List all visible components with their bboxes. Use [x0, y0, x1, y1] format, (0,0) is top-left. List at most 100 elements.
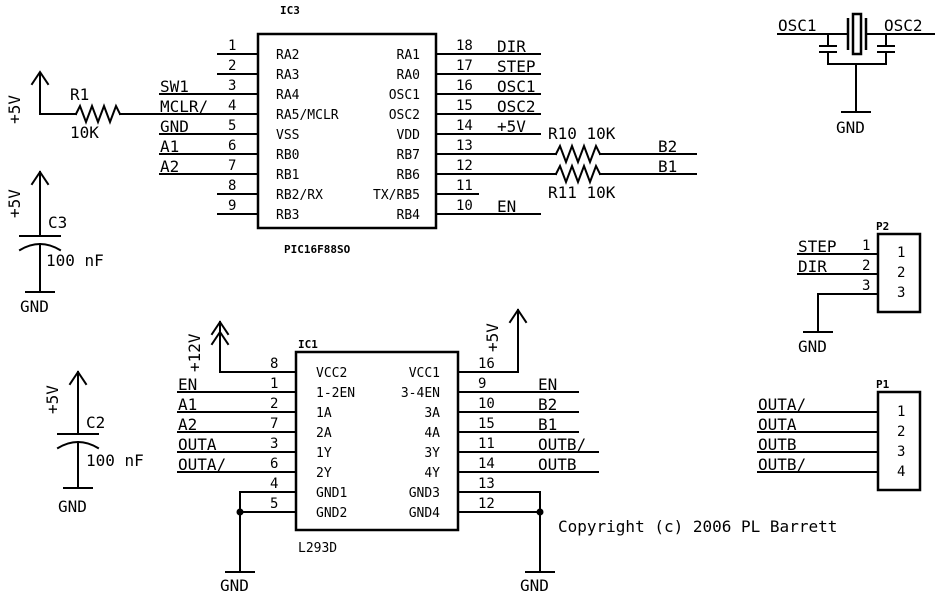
- p2-pin-label: 3: [897, 285, 905, 301]
- ic1-pin-name: 1A: [316, 406, 332, 421]
- ic1-pin-num: 3: [270, 436, 278, 452]
- ic1-pin-num: 15: [478, 416, 495, 432]
- ic1-pin-name: 3A: [424, 406, 440, 421]
- net-label: OUTB: [538, 455, 577, 474]
- ic1-body: [294, 350, 460, 532]
- ic3-pin-name: OSC2: [389, 108, 420, 123]
- net-label: A2: [178, 415, 197, 434]
- gnd-label: GND: [798, 337, 827, 356]
- power-label-5v: +5V: [43, 385, 62, 414]
- ic1-pin-num: 5: [270, 496, 278, 512]
- r1-value: 10K: [70, 123, 99, 142]
- ic1-pin-name: 1Y: [316, 446, 332, 461]
- ic3-part: PIC16F88SO: [284, 243, 351, 256]
- ic3-pin-num: 13: [456, 138, 473, 154]
- ic1-ref: IC1: [298, 338, 318, 351]
- ic3-pin-num: 4: [228, 98, 236, 114]
- ic1-pin-name: GND3: [409, 486, 440, 501]
- r10-label: R10 10K: [548, 124, 616, 143]
- ic3-pin-num: 1: [228, 38, 236, 54]
- ic1-pin-num: 16: [478, 356, 495, 372]
- p2-ref: P2: [876, 220, 889, 233]
- p2-pin-label: 1: [897, 245, 905, 261]
- gnd-label: GND: [836, 118, 865, 137]
- ic3-pin-num: 9: [228, 198, 236, 214]
- ic1-pin-name: GND2: [316, 506, 347, 521]
- ic1-pin-num: 9: [478, 376, 486, 392]
- p1-pin-label: 3: [897, 444, 905, 460]
- net-label: OUTA/: [758, 395, 806, 414]
- p2-pin-label: 2: [897, 265, 905, 281]
- net-label: OUTA/: [178, 455, 226, 474]
- net-label: B1: [538, 415, 557, 434]
- ic1-pin-name: 3Y: [424, 446, 440, 461]
- ic3-pin-num: 16: [456, 78, 473, 94]
- p1-ref: P1: [876, 378, 890, 391]
- net-label: OSC2: [497, 97, 536, 116]
- power-label-5v: +5V: [5, 95, 24, 124]
- net-label: OUTB/: [538, 435, 586, 454]
- net-label: B2: [538, 395, 557, 414]
- c3-capacitor: +5V C3 100 nF GND: [5, 170, 104, 316]
- p1-pin-label: 4: [897, 464, 905, 480]
- ic3-pin-name: RA4: [276, 88, 300, 103]
- ic1-pin-name: GND4: [409, 506, 440, 521]
- ic3-pin-num: 15: [456, 98, 473, 114]
- c3-value: 100 nF: [46, 251, 104, 270]
- ic3-pin-name: RB6: [397, 168, 420, 183]
- ic3-pin-num: 12: [456, 158, 473, 174]
- gnd-label: GND: [58, 497, 87, 516]
- r11-resistor: R11 10K B1: [548, 157, 697, 202]
- net-label: B1: [658, 157, 677, 176]
- r1-resistor: +5V R1 10K: [5, 70, 131, 142]
- ic3-pin-name: RA0: [397, 68, 420, 83]
- gnd-label: GND: [520, 576, 549, 595]
- ic1-pin-name: GND1: [316, 486, 347, 501]
- junction-dot: [536, 508, 544, 516]
- ic3-ref: IC3: [280, 4, 300, 17]
- ic1-pin-num: 14: [478, 456, 495, 472]
- ic3-pin-num: 2: [228, 58, 236, 74]
- ic3-pin-num: 6: [228, 138, 236, 154]
- ic1-pin-name: 1-2EN: [316, 386, 355, 401]
- net-label: OSC1: [778, 16, 817, 35]
- ic1-pin-name: 4Y: [424, 466, 440, 481]
- ic1-pin-num: 8: [270, 356, 278, 372]
- ic1-pin-name: 4A: [424, 426, 440, 441]
- ic3-pin-name: RA3: [276, 68, 299, 83]
- ic3-pin-name: RB0: [276, 148, 299, 163]
- power-label-12v: +12V: [185, 333, 204, 372]
- junction-dot: [236, 508, 244, 516]
- ic3-pin-name: RB4: [397, 208, 421, 223]
- ic3-pin-num: 14: [456, 118, 473, 134]
- c2-ref: C2: [86, 413, 105, 432]
- ic3-pin-name: VSS: [276, 128, 299, 143]
- p2-pin-num: 2: [862, 258, 870, 274]
- c2-value: 100 nF: [86, 451, 144, 470]
- ic3-pin-name: RB1: [276, 168, 299, 183]
- r11-label: R11 10K: [548, 183, 616, 202]
- net-label: OUTB/: [758, 455, 806, 474]
- ic3-pin-name: RA1: [397, 48, 420, 63]
- ic1-pin-num: 2: [270, 396, 278, 412]
- ic3-pin-name: RA5/MCLR: [276, 108, 339, 123]
- net-label: OUTB: [758, 435, 797, 454]
- r1-ref: R1: [70, 85, 89, 104]
- net-label: EN: [538, 375, 557, 394]
- net-label: A1: [160, 137, 179, 156]
- ic1-pin-name: 2Y: [316, 466, 332, 481]
- ic1-pin-num: 12: [478, 496, 495, 512]
- ic1-pin-num: 1: [270, 376, 278, 392]
- net-label: STEP: [798, 237, 837, 256]
- net-label: SW1: [160, 77, 189, 96]
- ic3-pin-num: 18: [456, 38, 473, 54]
- c3-ref: C3: [48, 213, 67, 232]
- ic1-pin-num: 11: [478, 436, 495, 452]
- p1-pin-label: 2: [897, 424, 905, 440]
- net-label: OSC1: [497, 77, 536, 96]
- p2-pin-num: 1: [862, 238, 870, 254]
- p1-connector: P1 1 2 3 4 OUTA/ OUTA OUTB OUTB/: [757, 378, 922, 492]
- p2-connector: P2 1 2 3 1 2 3 STEP DIR GND: [797, 220, 922, 356]
- ic1-pin-num: 7: [270, 416, 278, 432]
